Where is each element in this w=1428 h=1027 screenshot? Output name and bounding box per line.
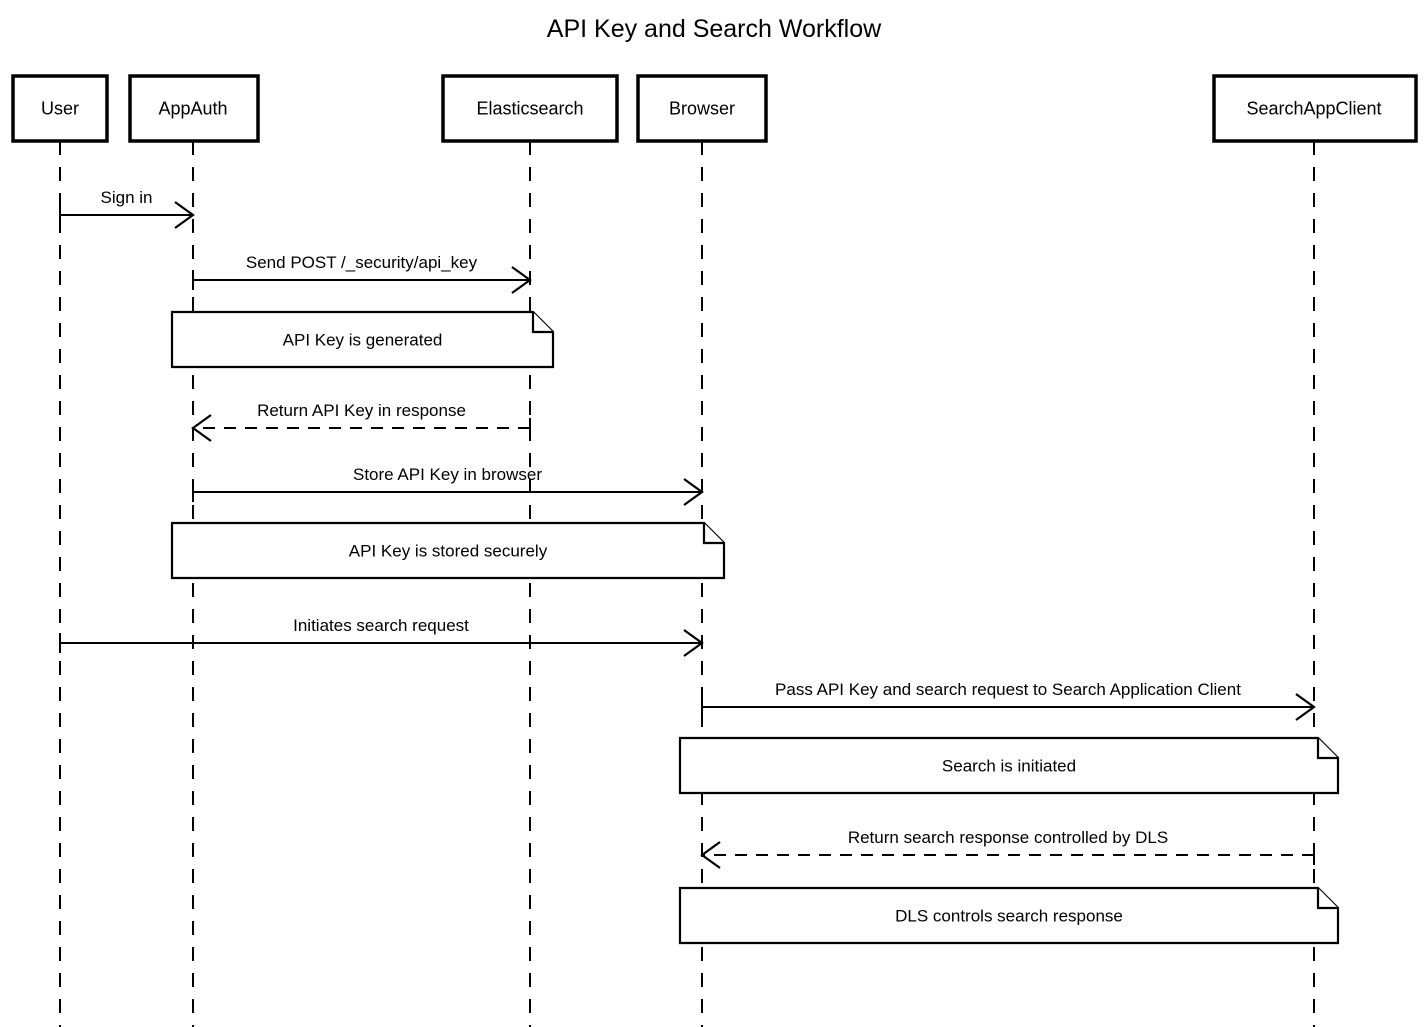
message-arrowhead-m6 xyxy=(1295,693,1316,721)
participant-box-elasticsearch xyxy=(441,74,619,143)
message-m6[interactable]: Pass API Key and search request to Searc… xyxy=(701,680,1316,721)
message-arrowhead-m7 xyxy=(700,841,721,869)
participant-label-user: User xyxy=(41,99,79,119)
message-label-m2: Send POST /_security/api_key xyxy=(246,253,478,272)
message-arrowhead-m5 xyxy=(683,629,704,657)
participant-box-searchappclient xyxy=(1212,74,1418,143)
participant-label-elasticsearch: Elasticsearch xyxy=(476,99,583,119)
note-n1[interactable]: API Key is generated xyxy=(170,310,555,369)
participant-label-browser: Browser xyxy=(669,99,735,119)
message-m7[interactable]: Return search response controlled by DLS xyxy=(700,828,1315,869)
note-label-n2: API Key is stored securely xyxy=(349,542,548,561)
note-n4[interactable]: DLS controls search response xyxy=(678,886,1340,945)
message-label-m4: Store API Key in browser xyxy=(353,465,542,484)
note-fold-corner-n3 xyxy=(1316,738,1338,760)
participant-box-appauth xyxy=(128,74,260,143)
message-label-m1: Sign in xyxy=(101,188,153,207)
participant-user[interactable]: User xyxy=(11,74,109,143)
note-body-n4 xyxy=(678,886,1340,945)
note-body-n2 xyxy=(170,521,726,580)
note-fold-corner-n2 xyxy=(702,523,724,545)
participant-searchappclient[interactable]: SearchAppClient xyxy=(1212,74,1418,143)
message-arrowhead-m2 xyxy=(511,266,532,294)
participant-box-browser xyxy=(636,74,768,143)
note-label-n1: API Key is generated xyxy=(283,331,443,350)
participant-elasticsearch[interactable]: Elasticsearch xyxy=(441,74,619,143)
note-body-n3 xyxy=(678,736,1340,795)
message-m3[interactable]: Return API Key in response xyxy=(191,401,531,442)
message-m5[interactable]: Initiates search request xyxy=(59,616,704,657)
message-arrowhead-m4 xyxy=(683,478,704,506)
participant-label-searchappclient: SearchAppClient xyxy=(1246,99,1381,119)
message-arrowhead-m3 xyxy=(191,414,212,442)
note-label-n3: Search is initiated xyxy=(942,757,1076,776)
participant-appauth[interactable]: AppAuth xyxy=(128,74,260,143)
note-fold-corner-n4 xyxy=(1316,888,1338,910)
lifelines-layer xyxy=(59,141,1315,1027)
note-fold-corner-n1 xyxy=(531,312,553,334)
message-label-m6: Pass API Key and search request to Searc… xyxy=(775,680,1241,699)
participant-box-user xyxy=(11,74,109,143)
message-label-m7: Return search response controlled by DLS xyxy=(848,828,1168,847)
participants-layer: User AppAuth Elasticsearch Browser SearchApp… xyxy=(11,74,1418,143)
participant-browser[interactable]: Browser xyxy=(636,74,768,143)
note-n3[interactable]: Search is initiated xyxy=(678,736,1340,795)
message-label-m3: Return API Key in response xyxy=(257,401,466,420)
message-label-m5: Initiates search request xyxy=(293,616,469,635)
message-m4[interactable]: Store API Key in browser xyxy=(192,465,704,506)
message-m1[interactable]: Sign in xyxy=(59,188,195,229)
message-m2[interactable]: Send POST /_security/api_key xyxy=(192,253,532,294)
message-arrowhead-m1 xyxy=(174,201,195,229)
participant-label-appauth: AppAuth xyxy=(158,99,227,119)
diagram-title: API Key and Search Workflow xyxy=(547,15,882,43)
note-n2[interactable]: API Key is stored securely xyxy=(170,521,726,580)
note-label-n4: DLS controls search response xyxy=(895,907,1123,926)
messages-layer: Sign in Send POST /_security/api_keyRetur… xyxy=(59,188,1316,869)
note-body-n1 xyxy=(170,310,555,369)
